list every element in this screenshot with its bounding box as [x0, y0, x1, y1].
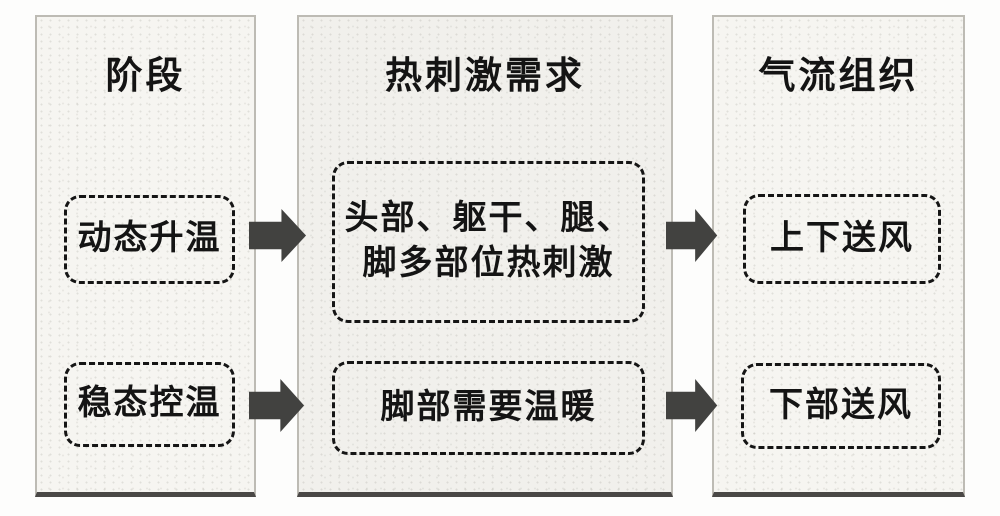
column-header-stage: 阶段 [105, 56, 186, 97]
column-panel-demand: 热刺激需求 头部、躯干、腿、 脚多部位热刺激 脚部需要温暖 [297, 15, 673, 497]
column-panel-stage: 阶段 动态升温 稳态控温 [35, 15, 256, 497]
column-header-demand: 热刺激需求 [385, 56, 585, 97]
demand-box-multi-part-line2: 脚多部位热刺激 [362, 245, 615, 282]
column-panel-airflow: 气流组织 上下送风 下部送风 [712, 15, 965, 497]
right-arrow-icon [249, 377, 306, 434]
column-header-airflow: 气流组织 [758, 56, 919, 97]
stage-box-dynamic-heating-label: 动态升温 [77, 220, 222, 258]
right-arrow-icon [666, 207, 719, 264]
airflow-box-upper-lower-supply-label: 上下送风 [770, 219, 914, 257]
demand-box-multi-part-line1: 头部、躯干、腿、 [344, 200, 633, 238]
stage-box-dynamic-heating: 动态升温 [64, 195, 235, 284]
right-arrow-icon [666, 377, 719, 434]
demand-box-multi-part: 头部、躯干、腿、 脚多部位热刺激 [332, 161, 645, 323]
airflow-box-lower-supply: 下部送风 [741, 363, 941, 449]
airflow-box-upper-lower-supply: 上下送风 [743, 194, 941, 284]
demand-box-feet-warm-label: 脚部需要温暖 [380, 388, 597, 426]
right-arrow-icon [249, 207, 308, 264]
demand-box-feet-warm: 脚部需要温暖 [332, 361, 645, 455]
stage-box-steady-control: 稳态控温 [64, 362, 235, 447]
airflow-box-lower-supply-label: 下部送风 [769, 386, 913, 424]
stage-box-steady-control-label: 稳态控温 [77, 385, 222, 423]
